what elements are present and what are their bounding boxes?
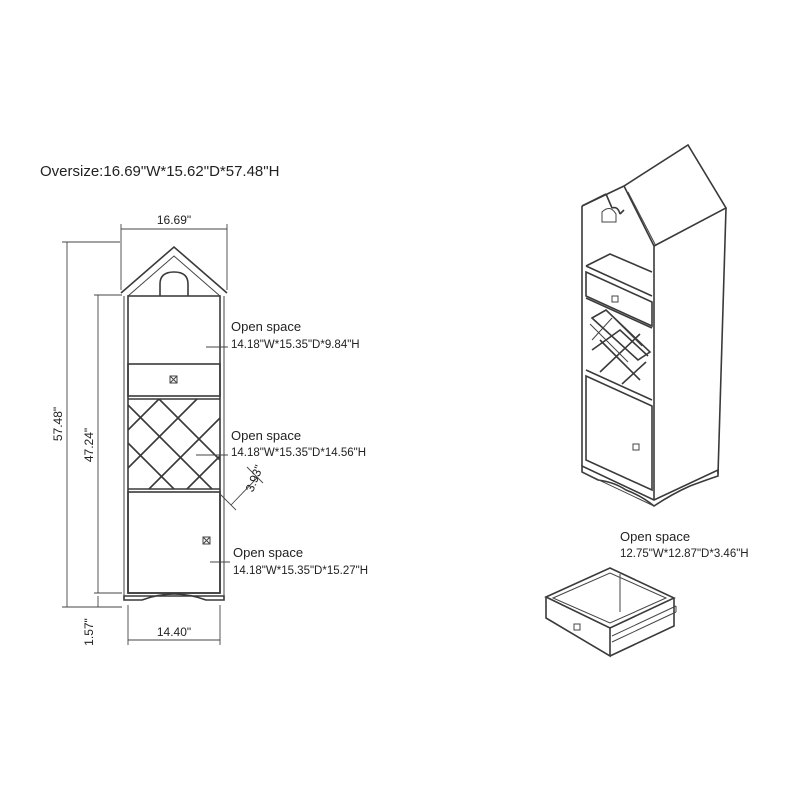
roof	[120, 245, 228, 294]
annotation-lower: Open space 14.18"W*15.35"D*15.27"H	[210, 545, 368, 577]
iso-lattice	[590, 309, 652, 385]
drawer-rail	[611, 605, 677, 643]
drawer-view: Open space 12.75"W*12.87"D*3.46"H	[544, 529, 749, 658]
drawer-front	[127, 363, 221, 397]
iso-roof	[581, 143, 728, 247]
wine-lattice	[127, 398, 221, 490]
cabinet-base	[123, 593, 225, 601]
base-height-label: 1.57"	[82, 618, 96, 646]
iso-base	[581, 464, 719, 507]
annotation-upper: Open space 14.18"W*15.35"D*9.84"H	[206, 319, 360, 351]
svg-text:Open space: Open space	[233, 545, 303, 560]
iso-right-edge	[717, 207, 727, 475]
dim-base-height: 1.57"	[82, 596, 122, 646]
total-height-label: 57.48"	[51, 407, 65, 441]
front-view	[120, 245, 228, 601]
iso-door	[585, 374, 653, 492]
drawer-annotation-size: 12.75"W*12.87"D*3.46"H	[620, 548, 749, 560]
drawer-annotation-label: Open space	[620, 529, 690, 544]
svg-text:14.18"W*15.35"D*15.27"H: 14.18"W*15.35"D*15.27"H	[233, 565, 368, 577]
bottom-width-label: 14.40"	[157, 625, 191, 639]
isometric-view	[581, 143, 728, 507]
dim-total-height: 57.48"	[51, 241, 120, 608]
iso-door-knob-icon	[632, 443, 640, 451]
drawer-knob-icon	[169, 375, 178, 384]
dim-lattice-gap: 3.93"	[219, 463, 266, 511]
drawer-handle-icon	[573, 623, 581, 631]
lower-door	[127, 491, 221, 594]
svg-text:14.18"W*15.35"D*9.84"H: 14.18"W*15.35"D*9.84"H	[231, 339, 360, 351]
cabinet-body	[127, 295, 221, 594]
drawer-box-top	[544, 567, 676, 629]
top-width-label: 16.69"	[157, 213, 191, 227]
drawer-box-front	[545, 597, 611, 658]
svg-text:14.18"W*15.35"D*14.56"H: 14.18"W*15.35"D*14.56"H	[231, 447, 366, 459]
dim-bottom-width: 14.40"	[127, 605, 221, 645]
annotation-middle: Open space 14.18"W*15.35"D*14.56"H	[196, 428, 366, 459]
dim-top-width: 16.69"	[120, 213, 228, 290]
body-height-label: 47.24"	[82, 428, 96, 462]
roof-cutout	[159, 271, 189, 296]
svg-text:Open space: Open space	[231, 319, 301, 334]
svg-text:Open space: Open space	[231, 428, 301, 443]
lattice-gap-label: 3.93"	[243, 463, 266, 494]
door-knob-icon	[202, 536, 211, 545]
oversize-title: Oversize:16.69"W*15.62"D*57.48"H	[40, 163, 279, 180]
iso-drawer-knob-icon	[611, 295, 619, 303]
dim-body-height: 47.24"	[82, 294, 122, 594]
iso-drawer	[585, 270, 653, 328]
roof-inner	[127, 255, 221, 297]
